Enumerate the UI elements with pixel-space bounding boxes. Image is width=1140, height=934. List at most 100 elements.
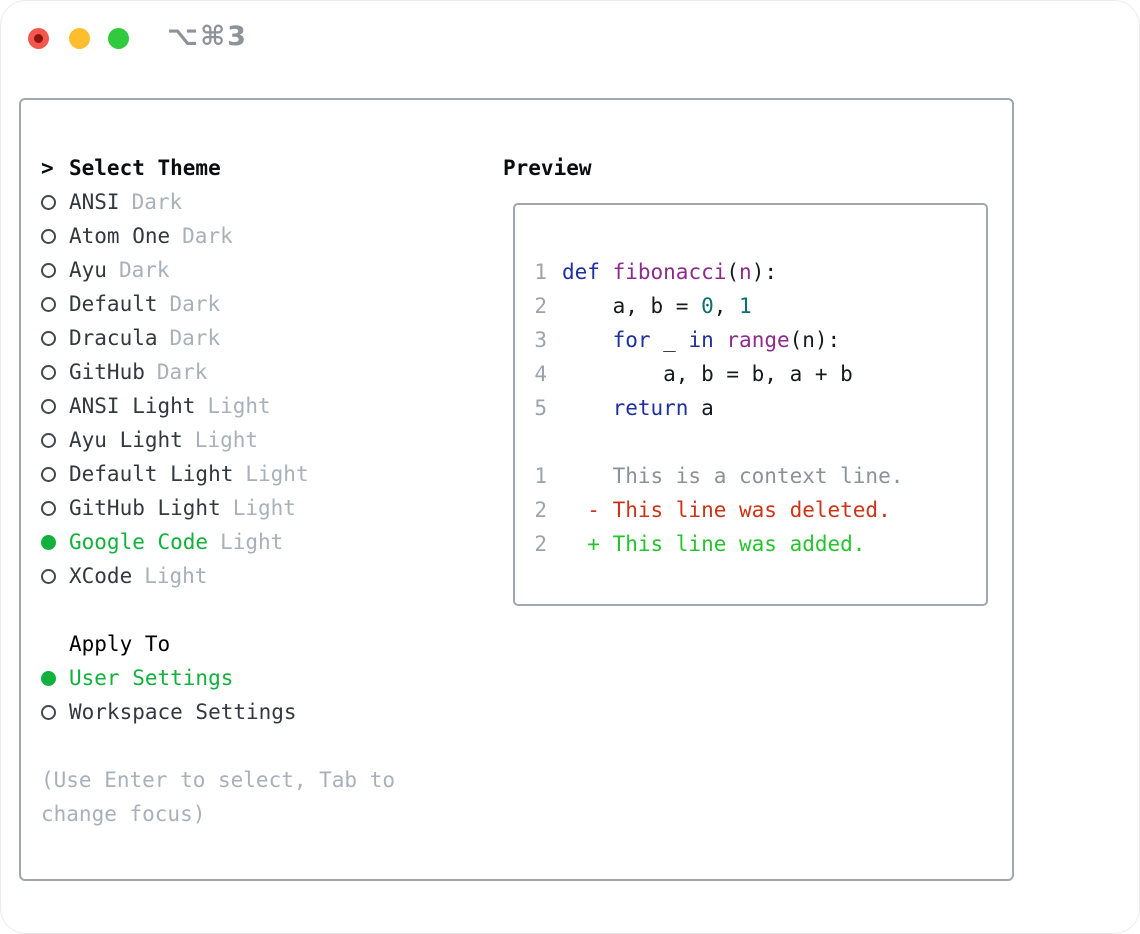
option-label: Default [69,292,158,316]
theme-option[interactable]: Google Code Light [41,525,491,559]
code-token-kwd: return [612,396,689,420]
option-label: Ayu Light [69,428,183,452]
minimize-button[interactable] [69,28,90,49]
theme-option[interactable]: GitHub Light Light [41,491,491,525]
option-label: ANSI [69,190,120,214]
select-theme-header: >Select Theme [41,151,491,185]
code-token-lit: 0 [701,294,714,318]
line-number: 2 [534,294,547,318]
code-token-pln: a, b = b, a + b [562,362,853,386]
diff-sample: 1 This is a context line. 2 - This line w… [533,459,986,561]
radio-icon [41,296,56,312]
option-label: ANSI Light [69,394,196,418]
line-number: 3 [534,328,547,352]
diff-line-add: 2 + This line was added. [533,527,986,561]
line-number: 2 [534,498,547,522]
code-token-kwd: in [688,328,714,352]
select-theme-title: Select Theme [69,156,221,180]
option-label: GitHub Light [69,496,221,520]
variant-label: Light [245,462,309,486]
option-label: GitHub [69,360,145,384]
diff-text: This is a context line. [562,464,904,488]
zoom-button[interactable] [108,28,129,49]
hint-text-line2: change focus) [41,802,206,826]
line-number: 1 [534,260,547,284]
radio-icon [41,364,56,380]
code-token-typ: fibonacci [612,260,727,284]
code-token-lit: 1 [739,294,752,318]
option-label: Workspace Settings [69,700,297,724]
radio-icon [41,466,56,482]
option-label: Atom One [69,224,171,248]
variant-label: Dark [118,258,170,282]
code-line: 4 a, b = b, a + b [533,357,986,391]
window-title: ⌥⌘3 [167,21,248,52]
code-token-pln [562,396,613,420]
variant-label: Dark [182,224,233,248]
preview-title: Preview [503,156,592,180]
theme-option[interactable]: Atom One Dark [41,219,491,253]
code-token-kwd: def [562,260,600,284]
theme-option[interactable]: ANSI Dark [41,185,491,219]
theme-option[interactable]: GitHub Dark [41,355,491,389]
titlebar: ⌥⌘3 [1,1,1139,77]
diff-line-ctx: 1 This is a context line. [533,459,986,493]
theme-option[interactable]: Ayu Light Light [41,423,491,457]
radio-icon [41,432,56,448]
code-token-pln: ( [726,260,740,284]
radio-icon [41,262,56,278]
variant-label: Light [220,530,284,554]
variant-label: Dark [156,360,208,384]
apply-to-option[interactable]: User Settings [41,661,491,695]
close-button[interactable] [28,28,49,49]
theme-option[interactable]: Default Dark [41,287,491,321]
diff-text: - This line was deleted. [562,498,891,522]
variant-label: Light [194,428,259,452]
spacer [533,425,986,459]
option-label: XCode [69,564,133,588]
spacer [41,729,491,763]
variant-label: Dark [169,326,221,350]
line-number: 1 [534,464,547,488]
option-label: User Settings [69,666,234,690]
line-number: 2 [534,532,547,556]
apply-to-header-row: Apply To [41,627,491,661]
radio-selected-icon [41,534,56,550]
variant-label: Light [232,496,296,520]
radio-icon [41,330,56,346]
code-token-pln: _ [650,328,689,352]
code-token-pln [562,328,613,352]
code-token-pln: a, b = [562,294,702,318]
radio-icon [41,704,56,720]
code-line: 2 a, b = 0, 1 [533,289,986,323]
code-token-pln: , [713,294,740,318]
code-token-pln [714,328,727,352]
radio-icon [41,228,56,244]
theme-option[interactable]: ANSI Light Light [41,389,491,423]
code-token-pln: ): [751,260,777,284]
apply-to-option[interactable]: Workspace Settings [41,695,491,729]
code-line: 5 return a [533,391,986,425]
variant-label: Light [207,394,271,418]
radio-icon [41,500,56,516]
radio-icon [41,194,56,210]
variant-label: Dark [169,292,221,316]
option-label: Google Code [69,530,209,554]
radio-icon [41,568,56,584]
radio-selected-icon [41,670,56,686]
spacer [41,593,491,627]
variant-label: Dark [131,190,183,214]
code-token-kwd: for [612,328,651,352]
code-token-typ: range [726,328,790,352]
